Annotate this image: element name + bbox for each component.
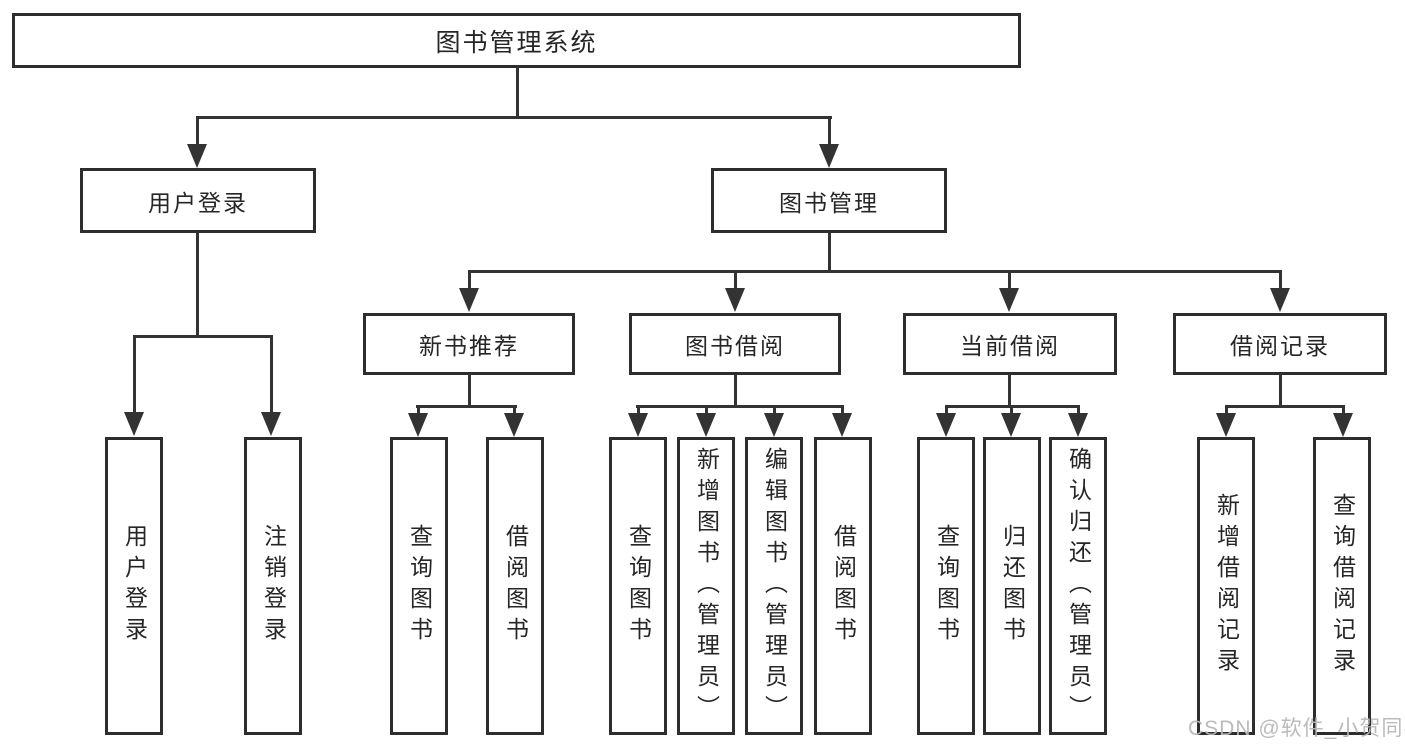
- node-borrowing-records: 借阅记录: [1173, 313, 1387, 375]
- arrowhead-down-icon: [1001, 413, 1021, 437]
- leaf-edit-book-admin: 编辑图书（管理员）: [745, 437, 803, 735]
- connector-line: [196, 116, 199, 146]
- arrowhead-down-icon: [261, 412, 281, 436]
- connector-line: [705, 405, 708, 415]
- connector-line: [1008, 270, 1011, 290]
- leaf-logout: 注销登录: [244, 437, 302, 735]
- arrowhead-down-icon: [696, 413, 716, 437]
- connector-line: [1008, 374, 1011, 408]
- connector-line: [828, 116, 831, 146]
- node-user-login: 用户登录: [80, 168, 316, 233]
- connector-line: [1077, 405, 1080, 415]
- node-current-borrowing: 当前借阅: [903, 313, 1117, 375]
- node-book-management: 图书管理: [711, 168, 947, 233]
- connector-line: [1279, 373, 1282, 408]
- connector-line: [516, 66, 519, 118]
- connector-line: [468, 270, 1281, 273]
- arrowhead-down-icon: [504, 413, 524, 437]
- connector-line: [196, 116, 832, 119]
- connector-line: [1225, 405, 1344, 408]
- leaf-borrow-books-borrowing: 借阅图书: [814, 437, 872, 735]
- leaf-query-books-current: 查询图书: [917, 437, 975, 735]
- connector-line: [417, 405, 420, 415]
- connector-line: [1342, 405, 1345, 415]
- arrowhead-down-icon: [1333, 413, 1353, 437]
- connector-line: [513, 405, 516, 415]
- connector-line: [841, 405, 844, 415]
- arrowhead-down-icon: [1216, 413, 1236, 437]
- connector-line: [1225, 405, 1228, 415]
- arrowhead-down-icon: [999, 288, 1019, 312]
- leaf-add-borrow-record: 新增借阅记录: [1197, 437, 1255, 735]
- arrowhead-down-icon: [628, 413, 648, 437]
- connector-line: [945, 405, 948, 415]
- arrowhead-down-icon: [936, 413, 956, 437]
- connector-line: [468, 270, 471, 290]
- connector-line: [1279, 270, 1282, 290]
- connector-line: [636, 405, 844, 408]
- connector-line: [773, 405, 776, 415]
- leaf-user-login: 用户登录: [105, 437, 163, 735]
- arrowhead-down-icon: [725, 288, 745, 312]
- arrowhead-down-icon: [187, 144, 207, 168]
- arrowhead-down-icon: [1270, 288, 1290, 312]
- connector-line: [828, 232, 831, 273]
- leaf-query-borrow-record: 查询借阅记录: [1313, 437, 1371, 735]
- node-new-book-recommendation: 新书推荐: [363, 313, 575, 375]
- connector-line: [468, 374, 471, 408]
- arrowhead-down-icon: [408, 413, 428, 437]
- leaf-query-books-recommend: 查询图书: [390, 437, 448, 735]
- leaf-borrow-books-recommend: 借阅图书: [486, 437, 544, 735]
- connector-line: [416, 405, 517, 408]
- connector-line: [637, 405, 640, 415]
- node-library-management-system: 图书管理系统: [12, 13, 1021, 68]
- connector-line: [133, 335, 136, 414]
- connector-line: [196, 232, 199, 338]
- leaf-return-book: 归还图书: [983, 437, 1041, 735]
- leaf-confirm-return-admin: 确认归还（管理员）: [1049, 437, 1107, 735]
- leaf-query-books-borrowing: 查询图书: [609, 437, 667, 735]
- connector-line: [1010, 405, 1013, 415]
- connector-line: [734, 270, 737, 290]
- watermark: CSDN @软件_小贺同学: [1188, 717, 1405, 740]
- connector-line: [270, 335, 273, 414]
- leaf-add-book-admin: 新增图书（管理员）: [677, 437, 735, 735]
- arrowhead-down-icon: [832, 413, 852, 437]
- arrowhead-down-icon: [764, 413, 784, 437]
- node-book-borrowing: 图书借阅: [629, 313, 841, 375]
- connector-line: [734, 374, 737, 408]
- arrowhead-down-icon: [124, 412, 144, 436]
- arrowhead-down-icon: [459, 288, 479, 312]
- arrowhead-down-icon: [819, 144, 839, 168]
- connector-line: [133, 335, 273, 338]
- arrowhead-down-icon: [1068, 413, 1088, 437]
